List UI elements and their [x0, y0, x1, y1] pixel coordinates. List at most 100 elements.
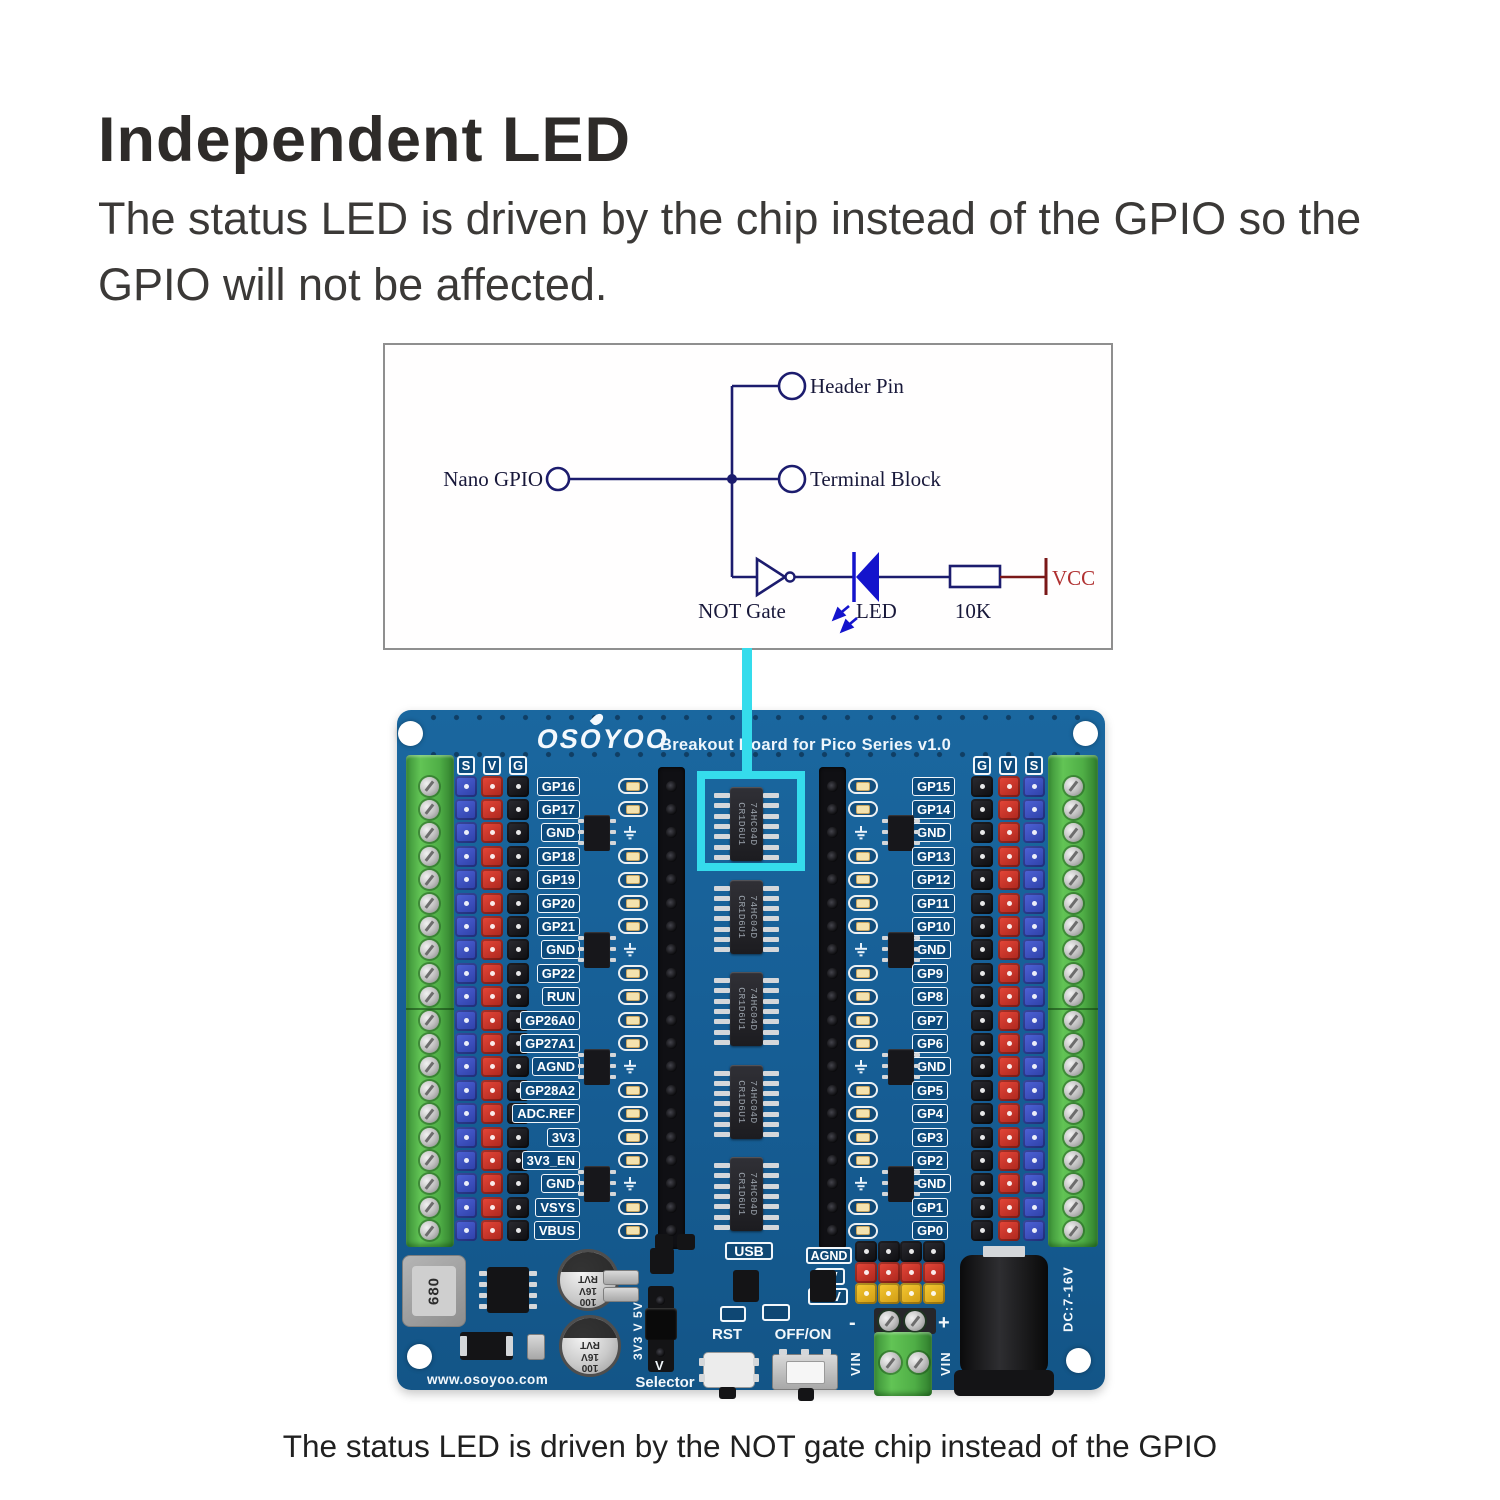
smd-ic	[578, 1165, 616, 1202]
header-pin-black	[971, 1126, 993, 1148]
status-led-slot	[618, 801, 648, 818]
header-pin-blue	[1023, 869, 1045, 891]
header-pin-red	[481, 915, 503, 937]
header-pin-red	[481, 1149, 503, 1171]
not-gate-label: NOT Gate	[698, 599, 786, 623]
terminal-screw	[420, 1010, 439, 1030]
header-pin-red	[998, 1079, 1020, 1101]
header-pin-blue	[455, 775, 477, 797]
chip-pin	[763, 1091, 779, 1097]
chip-pin	[763, 1132, 779, 1138]
header-pin-blue	[455, 845, 477, 867]
header-pin-blue	[1023, 1103, 1045, 1125]
chip-pin	[763, 906, 779, 912]
terminal-screw	[420, 1033, 439, 1053]
chip-pin	[763, 803, 779, 809]
header-pin-red	[481, 1220, 503, 1242]
header-pin-red	[481, 1009, 503, 1031]
socket-hole	[666, 944, 677, 956]
sot23-transistor	[810, 1270, 836, 1302]
gpio-label: GP14	[912, 799, 956, 819]
terminal-screw	[1064, 1080, 1083, 1100]
gpio-label: GND	[912, 1057, 951, 1077]
gpio-label: GP27A1	[520, 1033, 580, 1053]
smd-ic	[578, 1048, 616, 1085]
header-pin-red	[481, 1103, 503, 1125]
mounting-hole	[1066, 1348, 1091, 1373]
header-pin-blue	[455, 798, 477, 820]
status-led-slot	[848, 848, 878, 865]
header-pin-black	[971, 869, 993, 891]
header-pin-red	[998, 1220, 1020, 1242]
smd-ic	[882, 931, 920, 968]
terminal-block-node	[777, 464, 807, 494]
chip-pin	[763, 895, 779, 901]
terminal-screw	[1064, 1104, 1083, 1124]
status-led-slot	[848, 965, 878, 982]
chip-pin	[714, 1101, 730, 1107]
header-pin-black	[507, 1220, 529, 1242]
header-pin-red	[998, 962, 1020, 984]
diode	[460, 1332, 513, 1360]
gpio-label: GP1	[912, 1197, 949, 1217]
status-led	[856, 851, 870, 861]
status-led-slot	[618, 1199, 648, 1216]
dc-jack-pin	[983, 1246, 1025, 1257]
status-led-slot	[848, 1199, 878, 1216]
terminal-screw	[420, 1174, 439, 1194]
power-header-pin	[900, 1241, 922, 1262]
chip-pin	[763, 823, 779, 829]
sot23-transistor	[733, 1270, 759, 1302]
socket-hole	[666, 1201, 677, 1213]
resistor-symbol	[948, 564, 1002, 589]
chip-pin	[763, 1080, 779, 1086]
gpio-label: GP7	[912, 1010, 949, 1030]
minus-sign: -	[849, 1312, 856, 1334]
status-led	[626, 804, 640, 814]
status-led	[856, 898, 870, 908]
header-pin-red	[998, 869, 1020, 891]
socket-hole	[666, 897, 677, 909]
status-led-slot	[618, 1222, 648, 1239]
header-pin-blue	[1023, 1149, 1045, 1171]
terminal-screw	[1064, 1033, 1083, 1053]
breakout-board: OSOYOO Breakout Board for Pico Series v1…	[397, 710, 1105, 1401]
socket-hole	[666, 1131, 677, 1143]
gpio-label: GP18	[536, 846, 580, 866]
gpio-label: GP9	[912, 963, 949, 983]
socket-hole	[666, 967, 677, 979]
header-pin-blue	[455, 915, 477, 937]
socket-hole	[827, 991, 838, 1003]
status-led	[856, 1202, 870, 1212]
header-pin-black	[971, 775, 993, 797]
status-led	[856, 1155, 870, 1165]
chip-pin	[714, 988, 730, 994]
chip-pin	[714, 1163, 730, 1168]
socket-hole	[666, 1014, 677, 1026]
header-pin-red	[481, 1173, 503, 1195]
socket-hole	[666, 850, 677, 862]
status-led	[856, 1085, 870, 1095]
chip-pin	[714, 854, 730, 860]
status-led	[856, 1038, 870, 1048]
chip-pin	[714, 813, 730, 819]
chip-pin	[763, 1173, 779, 1179]
smd-component	[762, 1304, 790, 1321]
vin-screw	[908, 1352, 929, 1373]
gpio-label: GP20	[536, 893, 580, 913]
socket-hole	[666, 1178, 677, 1190]
gpio-label: VBUS	[533, 1221, 580, 1241]
header-pin-black	[971, 1056, 993, 1078]
socket-hole	[666, 1108, 677, 1120]
terminal-screw	[420, 776, 439, 796]
power-header-pin	[877, 1262, 900, 1283]
dc-jack-flange	[954, 1370, 1054, 1396]
nano-gpio-node	[545, 466, 571, 492]
header-pin-blue	[455, 1149, 477, 1171]
header-pin-black	[971, 1220, 993, 1242]
status-led-slot	[618, 1105, 648, 1122]
header-pin-red	[998, 822, 1020, 844]
status-led-slot	[848, 1082, 878, 1099]
header-pin-blue	[1023, 1173, 1045, 1195]
chip-pin	[763, 793, 779, 798]
